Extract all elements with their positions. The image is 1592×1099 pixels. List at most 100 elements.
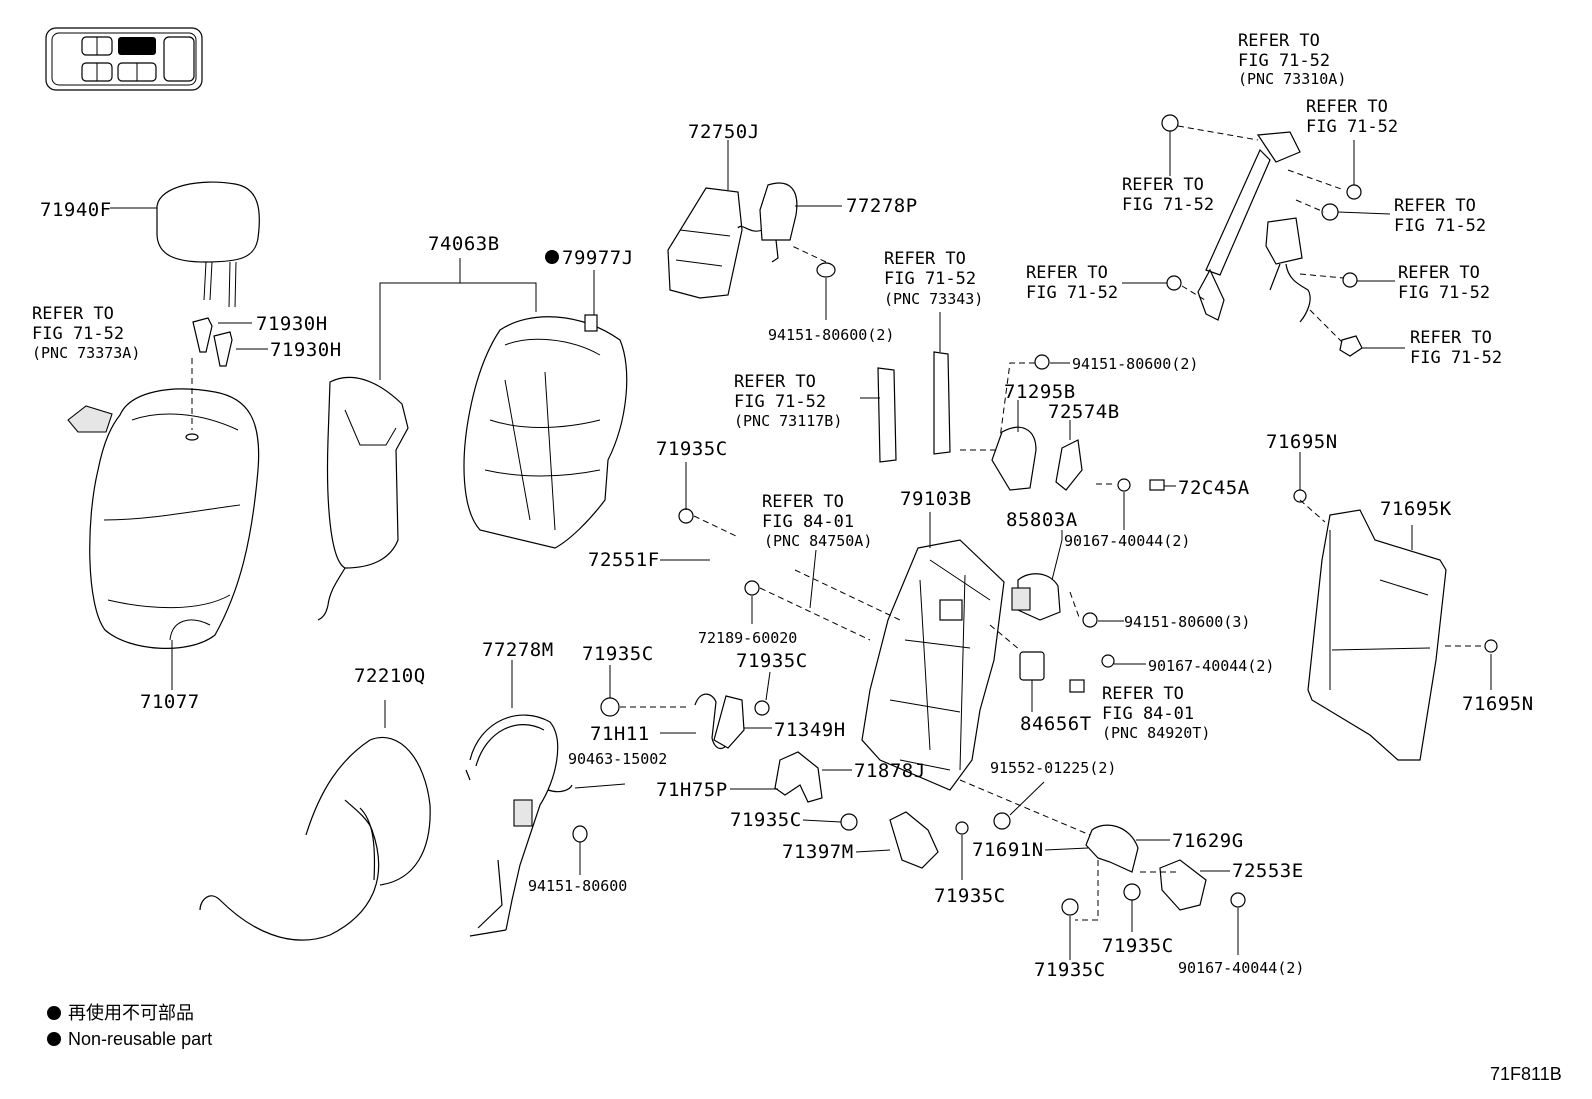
part-label-71930H[interactable]: 71930H xyxy=(256,313,328,335)
seatback-cover-drawing xyxy=(89,388,260,649)
refer-to-block[interactable]: REFER TO FIG 71-52 xyxy=(1394,196,1486,236)
part-label-79977J[interactable]: 79977J xyxy=(562,247,634,269)
refer-to-block[interactable]: REFER TO FIG 71-52 xyxy=(1026,263,1118,303)
headrest-guide-drawing xyxy=(192,317,233,367)
part-label-71940F[interactable]: 71940F xyxy=(40,199,112,221)
part-label-94151-80600-3[interactable]: 94151-80600(3) xyxy=(1124,613,1250,631)
svg-text:REFER TO: REFER TO xyxy=(884,249,966,269)
refer-to-block[interactable]: REFER TO FIG 84-01 (PNC 84750A) xyxy=(762,492,872,550)
part-label-72C45A[interactable]: 72C45A xyxy=(1178,477,1250,499)
svg-text:FIG 84-01: FIG 84-01 xyxy=(762,512,854,532)
svg-text:REFER TO: REFER TO xyxy=(1026,263,1108,283)
svg-text:FIG 84-01: FIG 84-01 xyxy=(1102,704,1194,724)
part-label-94151-80600[interactable]: 94151-80600(2) xyxy=(768,326,894,344)
part-label-71295B[interactable]: 71295B xyxy=(1004,381,1076,403)
part-label-71691N[interactable]: 71691N xyxy=(972,839,1044,861)
wire-harness-77278M-drawing xyxy=(465,714,588,937)
part-label-71H11[interactable]: 71H11 xyxy=(590,723,650,745)
part-label-72553E[interactable]: 72553E xyxy=(1232,860,1304,882)
part-label-72210Q[interactable]: 72210Q xyxy=(354,665,426,687)
refer-to-block[interactable]: REFER TO FIG 71-52 xyxy=(1410,328,1502,368)
part-label-71935C[interactable]: 71935C xyxy=(1102,935,1174,957)
part-label-71935C[interactable]: 71935C xyxy=(582,643,654,665)
part-label-71935C[interactable]: 71935C xyxy=(1034,959,1106,981)
part-label-90167-40044[interactable]: 90167-40044(2) xyxy=(1064,532,1190,550)
part-label-71930H[interactable]: 71930H xyxy=(270,339,342,361)
part-label-71077[interactable]: 71077 xyxy=(140,691,200,713)
refer-to-block[interactable]: REFER TO FIG 71-52 xyxy=(1122,175,1214,215)
svg-text:FIG 71-52: FIG 71-52 xyxy=(1398,283,1490,303)
part-label-85803A[interactable]: 85803A xyxy=(1006,509,1078,531)
part-label-71695N[interactable]: 71695N xyxy=(1266,431,1338,453)
part-label-77278M[interactable]: 77278M xyxy=(482,639,554,661)
svg-text:FIG 71-52: FIG 71-52 xyxy=(1410,348,1502,368)
svg-text:(PNC 84920T): (PNC 84920T) xyxy=(1102,724,1210,742)
part-label-84656T[interactable]: 84656T xyxy=(1020,713,1092,735)
svg-text:REFER TO: REFER TO xyxy=(1410,328,1492,348)
trim-clip-drawing xyxy=(67,405,113,433)
refer-to-block[interactable]: REFER TO FIG 71-52 (PNC 73343) xyxy=(884,249,983,308)
part-label-90167-40044[interactable]: 90167-40044(2) xyxy=(1178,959,1304,977)
svg-text:(PNC 73373A): (PNC 73373A) xyxy=(32,344,140,362)
leader-lines xyxy=(110,131,1492,960)
part-label-79103B[interactable]: 79103B xyxy=(900,488,972,510)
part-label-72574B[interactable]: 72574B xyxy=(1048,401,1120,423)
svg-text:REFER TO: REFER TO xyxy=(1398,263,1480,283)
svg-text:REFER TO: REFER TO xyxy=(762,492,844,512)
svg-text:REFER TO: REFER TO xyxy=(1238,31,1320,51)
airbag-module-drawing xyxy=(667,182,836,299)
svg-text:REFER TO: REFER TO xyxy=(32,304,114,324)
recliner-motor-drawing xyxy=(1011,573,1061,621)
part-label-90167-40044[interactable]: 90167-40044(2) xyxy=(1148,657,1274,675)
svg-text:REFER TO: REFER TO xyxy=(1102,684,1184,704)
svg-text:FIG 71-52: FIG 71-52 xyxy=(1238,51,1330,71)
svg-text:FIG 71-52: FIG 71-52 xyxy=(1122,195,1214,215)
part-label-72551F[interactable]: 72551F xyxy=(588,549,660,571)
part-label-91552-01225[interactable]: 91552-01225(2) xyxy=(990,759,1116,777)
part-label-74063B[interactable]: 74063B xyxy=(428,233,500,255)
seatback-pad-drawing xyxy=(317,316,628,621)
cable-harness-72210Q-drawing xyxy=(199,737,431,941)
part-label-71935C[interactable]: 71935C xyxy=(730,809,802,831)
part-label-71695N[interactable]: 71695N xyxy=(1462,693,1534,715)
legend-japanese: 再使用不可部品 xyxy=(68,1003,194,1023)
svg-text:FIG 71-52: FIG 71-52 xyxy=(1026,283,1118,303)
refer-to-block[interactable]: REFER TO FIG 71-52 (PNC 73310A) xyxy=(1238,31,1346,88)
part-label-77278P[interactable]: 77278P xyxy=(846,195,918,217)
seat-switch-drawing xyxy=(991,426,1083,491)
svg-text:FIG 71-52: FIG 71-52 xyxy=(32,324,124,344)
part-label-71935C[interactable]: 71935C xyxy=(656,438,728,460)
svg-text:REFER TO: REFER TO xyxy=(1122,175,1204,195)
svg-text:REFER TO: REFER TO xyxy=(734,372,816,392)
non-reusable-mark-icon xyxy=(545,250,559,264)
headrest-drawing xyxy=(156,181,260,308)
side-bracket-drawing xyxy=(877,351,951,463)
svg-text:REFER TO: REFER TO xyxy=(1394,196,1476,216)
part-label-71397M[interactable]: 71397M xyxy=(782,841,854,863)
part-label-71935C[interactable]: 71935C xyxy=(736,650,808,672)
refer-to-block[interactable]: REFER TO FIG 71-52 (PNC 73117B) xyxy=(734,372,842,430)
part-label-71878J[interactable]: 71878J xyxy=(854,760,926,782)
svg-text:(PNC 73343): (PNC 73343) xyxy=(884,290,983,308)
part-label-94151-80600[interactable]: 94151-80600 xyxy=(528,877,627,895)
part-label-90463-15002[interactable]: 90463-15002 xyxy=(568,750,667,768)
refer-to-block[interactable]: REFER TO FIG 71-52 xyxy=(1306,97,1398,137)
svg-text:FIG 71-52: FIG 71-52 xyxy=(1306,117,1398,137)
part-label-71629G[interactable]: 71629G xyxy=(1172,830,1244,852)
svg-text:FIG 71-52: FIG 71-52 xyxy=(1394,216,1486,236)
part-label-71695K[interactable]: 71695K xyxy=(1380,498,1452,520)
part-label-71349H[interactable]: 71349H xyxy=(774,719,846,741)
part-label-72750J[interactable]: 72750J xyxy=(688,121,760,143)
part-label-72189-60020[interactable]: 72189-60020 xyxy=(698,629,797,647)
part-label-71H75P[interactable]: 71H75P xyxy=(656,779,728,801)
seatback-board-drawing xyxy=(1307,509,1447,761)
refer-to-block[interactable]: REFER TO FIG 71-52 xyxy=(1398,263,1490,303)
refer-to-block[interactable]: REFER TO FIG 71-52 (PNC 73373A) xyxy=(32,304,140,362)
assembly-lines xyxy=(191,125,1484,921)
seat-belt-drawing xyxy=(1161,114,1363,357)
part-label-94151-80600[interactable]: 94151-80600(2) xyxy=(1072,355,1198,373)
part-label-71935C[interactable]: 71935C xyxy=(934,885,1006,907)
legend-english: Non-reusable part xyxy=(68,1029,212,1049)
refer-to-block[interactable]: REFER TO FIG 84-01 (PNC 84920T) xyxy=(1102,684,1210,742)
